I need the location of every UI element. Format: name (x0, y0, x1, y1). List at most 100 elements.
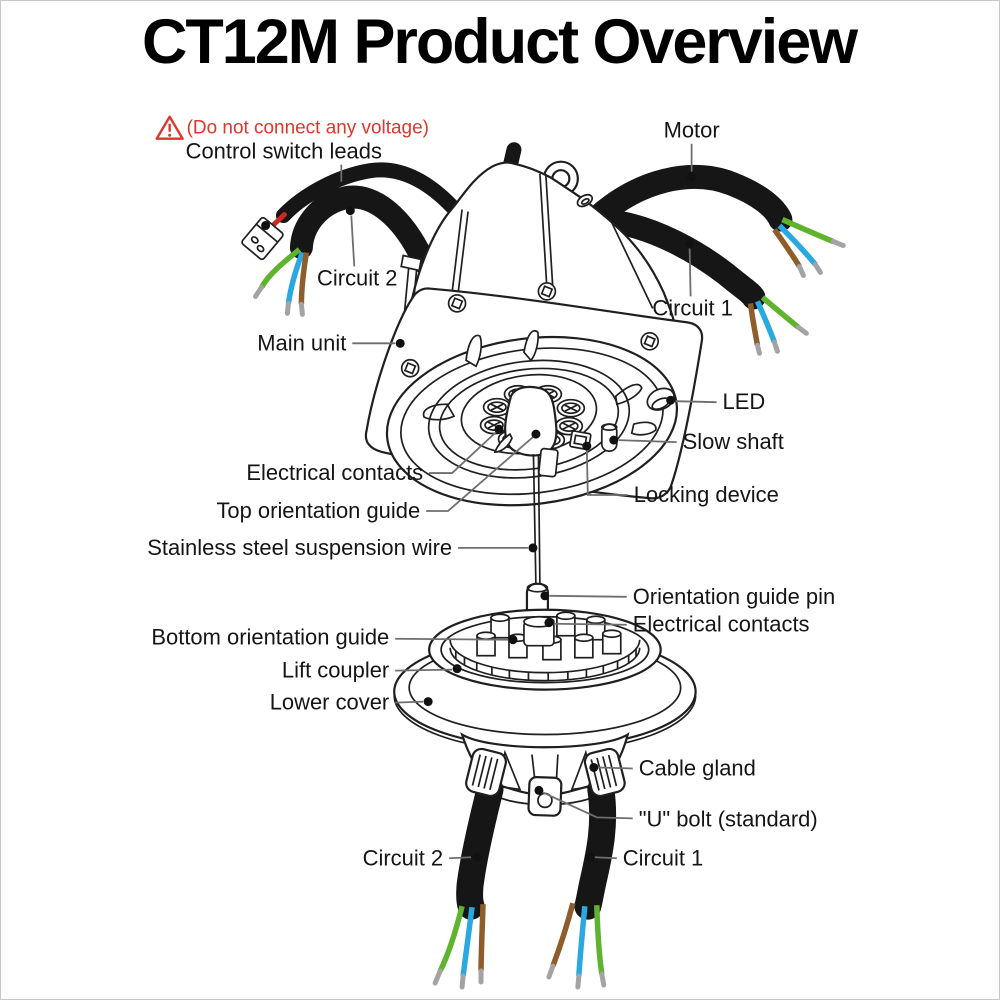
wire-brown (550, 902, 576, 968)
leader-line (549, 594, 627, 598)
wing-tab (630, 421, 657, 436)
wire-tip (771, 339, 780, 354)
label-circuit1-bottom: Circuit 1 (585, 845, 703, 870)
svg-text:"U" bolt (standard): "U" bolt (standard) (639, 806, 818, 831)
label-control-switch-leads: Control switch leads (186, 139, 382, 182)
svg-text:Circuit 1: Circuit 1 (652, 295, 732, 320)
leader-line (618, 439, 677, 444)
label-orientation-guide-pin: Orientation guide pin (540, 584, 835, 609)
label-top-orientation-guide: Top orientation guide (216, 429, 541, 523)
svg-text:Circuit 2: Circuit 2 (317, 265, 397, 290)
wire-green (594, 905, 605, 975)
circuit1-top-cable (605, 210, 809, 356)
suspension-wire-part (532, 454, 541, 586)
svg-text:Locking device: Locking device (634, 482, 779, 507)
motor-housing (410, 161, 675, 328)
wire-tip (252, 284, 264, 299)
circuit2-top-cable (252, 185, 436, 317)
svg-text:Electrical contacts: Electrical contacts (633, 612, 810, 637)
label-lift-coupler: Lift coupler (282, 658, 462, 683)
svg-text:Circuit 1: Circuit 1 (623, 845, 703, 870)
label-slow-shaft: Slow shaft (609, 429, 784, 454)
label-u-bolt: "U" bolt (standard) (534, 785, 818, 831)
leader-dot (685, 239, 695, 249)
leader-dot (531, 429, 541, 439)
wire-tip (796, 263, 806, 278)
svg-text:Control switch leads: Control switch leads (186, 139, 382, 164)
leader-dot (528, 543, 538, 553)
wing-tab (465, 334, 483, 368)
leader-line (395, 700, 424, 704)
wing-tab (523, 329, 539, 362)
svg-text:Slow shaft: Slow shaft (683, 429, 784, 454)
warning-text: (Do not connect any voltage) (187, 118, 429, 139)
housing-seam-middle (539, 173, 554, 290)
label-circuit2-top: Circuit 2 (317, 206, 398, 290)
label-suspension-wire: Stainless steel suspension wire (147, 535, 538, 560)
wire-tip (459, 973, 466, 990)
leader-line (395, 637, 508, 641)
wire-green (760, 295, 801, 330)
svg-text:LED: LED (723, 389, 766, 414)
wire-tip (432, 968, 443, 986)
wire-blue (754, 300, 778, 344)
svg-text:Lift coupler: Lift coupler (282, 658, 389, 683)
vent-hole (576, 193, 594, 208)
leader-line (675, 400, 717, 404)
svg-text:Motor: Motor (664, 118, 720, 143)
wire-tip (754, 342, 762, 356)
wire-tip (298, 301, 305, 317)
wire-blue (576, 905, 588, 977)
wire-tip (546, 963, 556, 980)
wire-green (259, 247, 302, 289)
cable-gland-left (465, 747, 507, 798)
leader-line (426, 436, 534, 512)
wire-blue (460, 906, 475, 977)
page-title: CT12M Product Overview (142, 7, 859, 77)
label-locking-device: Locking device (582, 441, 779, 507)
leader-line (449, 856, 472, 860)
svg-text:Bottom orientation guide: Bottom orientation guide (151, 625, 389, 650)
wire-tip (795, 324, 809, 336)
wire-tip (812, 261, 823, 275)
wing-tab (614, 383, 643, 406)
leader-line (542, 791, 633, 820)
wire-tip (599, 971, 607, 988)
leader-line (429, 431, 497, 474)
wire-green (437, 905, 465, 973)
wire-tip (575, 973, 582, 990)
label-circuit2-bottom: Circuit 2 (363, 845, 482, 870)
wire-brown (747, 303, 761, 346)
motor-cable (589, 165, 846, 278)
leader-dot (687, 172, 697, 182)
leader-line (594, 856, 617, 860)
wire-tip (830, 239, 846, 249)
svg-text:Circuit 2: Circuit 2 (363, 845, 443, 870)
leader-dot (508, 635, 518, 645)
leader-line (350, 215, 356, 267)
label-electrical-contacts-top: Electrical contacts (246, 424, 504, 485)
leader-dot (423, 697, 433, 707)
leader-line (553, 622, 627, 626)
leader-dot (540, 591, 550, 601)
warning-note: (Do not connect any voltage) (155, 115, 429, 140)
wire-brown (772, 227, 802, 268)
flange-screws (400, 282, 660, 378)
svg-text:Orientation guide pin: Orientation guide pin (633, 584, 835, 609)
led-indicator (646, 387, 675, 411)
wire-tip (284, 300, 291, 316)
leader-dot (534, 785, 544, 795)
circuit1-bottom-cable (546, 775, 617, 990)
svg-text:Electrical contacts: Electrical contacts (246, 460, 423, 485)
leader-line (688, 248, 692, 297)
wire-green (781, 217, 835, 245)
warning-triangle-icon (155, 115, 184, 140)
label-main-unit: Main unit (257, 330, 405, 355)
control-connector (241, 216, 284, 261)
leader-dot (666, 395, 676, 405)
label-circuit1-top: Circuit 1 (652, 239, 733, 320)
wire-blue (777, 223, 818, 267)
leader-dot (395, 338, 405, 348)
leader-dot (585, 852, 595, 862)
